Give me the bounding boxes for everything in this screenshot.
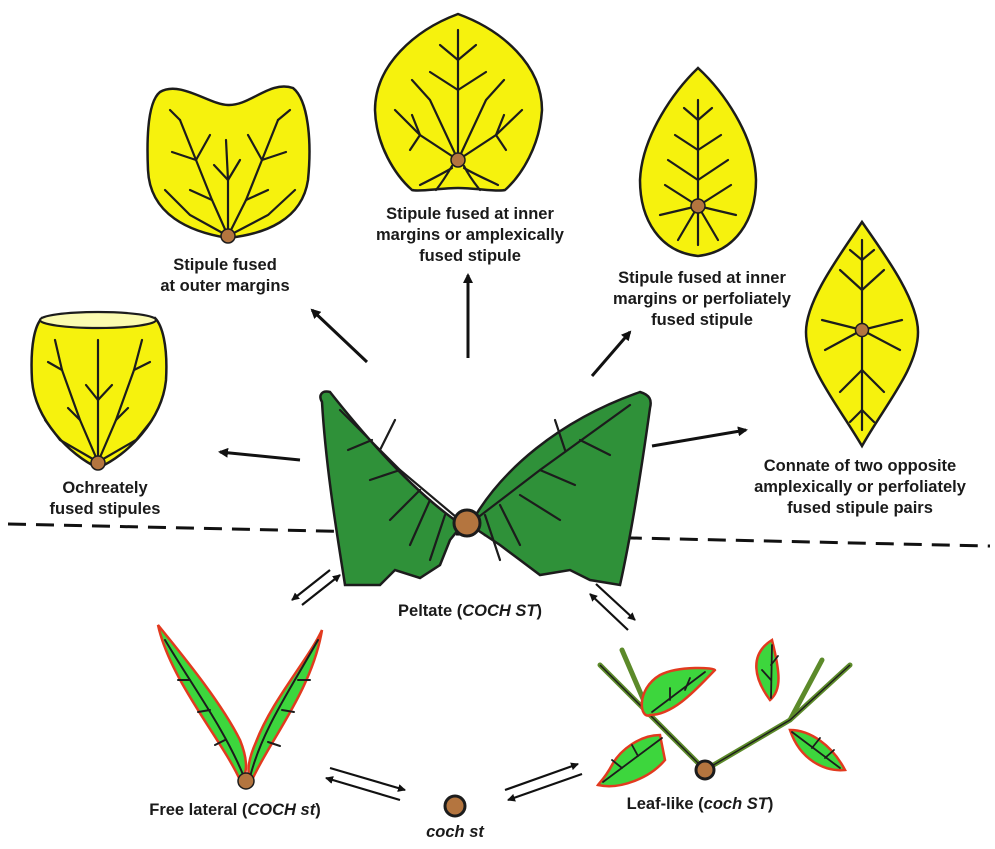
- peltate-stipule-shape: [320, 392, 650, 585]
- free-lateral-stipule-shape: [158, 625, 322, 789]
- label-peltate: Peltate (COCH ST): [380, 601, 560, 622]
- label-outer-margins: Stipule fused at outer margins: [150, 255, 300, 297]
- ochreate-stipule-shape: [32, 312, 167, 470]
- leaf-like-stipule-shape: [598, 640, 850, 786]
- arrow-to-ochreate: [220, 452, 300, 460]
- label-connate: Connate of two opposite amplexically or …: [730, 456, 990, 519]
- arrow-to-connate: [652, 430, 746, 446]
- arrow-to-outer-margins: [312, 310, 367, 362]
- connate-stipule-shape: [806, 222, 918, 446]
- label-ochreate: Ochreately fused stipules: [35, 478, 175, 520]
- perfoliate-stipule-shape: [640, 68, 756, 256]
- double-arrow-peltate-free: [292, 570, 340, 605]
- coch-st-node: [445, 796, 465, 816]
- amplexical-stipule-shape: [375, 14, 542, 191]
- label-inner-perfoliate: Stipule fused at inner margins or perfol…: [582, 268, 822, 331]
- double-arrow-peltate-leaflike: [590, 584, 635, 630]
- label-coch-st: coch st: [405, 822, 505, 843]
- label-free-lateral: Free lateral (COCH st): [120, 800, 350, 821]
- double-arrow-free-cochst: [326, 768, 405, 800]
- label-inner-amplexical: Stipule fused at inner margins or amplex…: [350, 204, 590, 267]
- label-leaf-like: Leaf-like (coch ST): [600, 794, 800, 815]
- outer-margins-stipule-shape: [148, 86, 310, 243]
- arrow-to-perfoliate: [592, 332, 630, 376]
- double-arrow-cochst-leaflike: [505, 764, 582, 800]
